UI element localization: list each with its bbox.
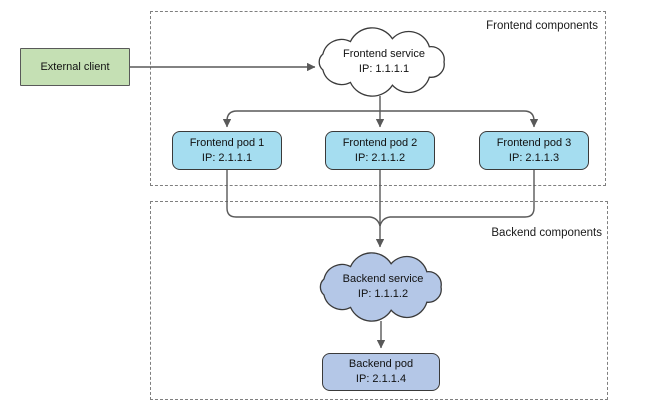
backend-pod-ip: IP: 2.1.1.4 [355, 373, 407, 385]
backend-pod-node: Backend pod IP: 2.1.1.4 [322, 353, 440, 391]
backend-service-ip: IP: 1.1.1.2 [357, 288, 409, 300]
frontend-group-label: Frontend components [486, 20, 598, 32]
frontend-pod-3-label: Frontend pod 3 [496, 136, 572, 149]
frontend-pod-2-node: Frontend pod 2 IP: 2.1.1.2 [325, 131, 435, 170]
frontend-pod-2-ip: IP: 2.1.1.2 [354, 151, 406, 164]
frontend-pod-1-node: Frontend pod 1 IP: 2.1.1.1 [172, 131, 282, 170]
frontend-service-label: Frontend service [343, 48, 425, 60]
fanout-bar [226, 110, 535, 125]
external-client-node: External client [20, 48, 130, 86]
frontend-pod-3-node: Frontend pod 3 IP: 2.1.1.3 [479, 131, 589, 170]
frontend-pod-1-ip: IP: 2.1.1.1 [201, 151, 253, 164]
backend-service-node: Backend service IP: 1.1.1.2 [323, 272, 443, 302]
frontend-pod-1-label: Frontend pod 1 [189, 136, 265, 149]
backend-service-label: Backend service [342, 273, 424, 285]
backend-group-label: Backend components [491, 227, 602, 239]
frontend-components-group [150, 11, 606, 186]
line-pod3-to-backend [379, 170, 535, 227]
frontend-service-node: Frontend service IP: 1.1.1.1 [324, 47, 444, 77]
external-client-label: External client [40, 60, 110, 73]
backend-pod-label: Backend pod [348, 358, 414, 370]
backend-components-group [150, 201, 608, 400]
frontend-service-ip: IP: 1.1.1.1 [358, 63, 410, 75]
line-pod1-to-backend [226, 170, 381, 227]
frontend-pod-2-label: Frontend pod 2 [342, 136, 418, 149]
frontend-pod-3-ip: IP: 2.1.1.3 [508, 151, 560, 164]
